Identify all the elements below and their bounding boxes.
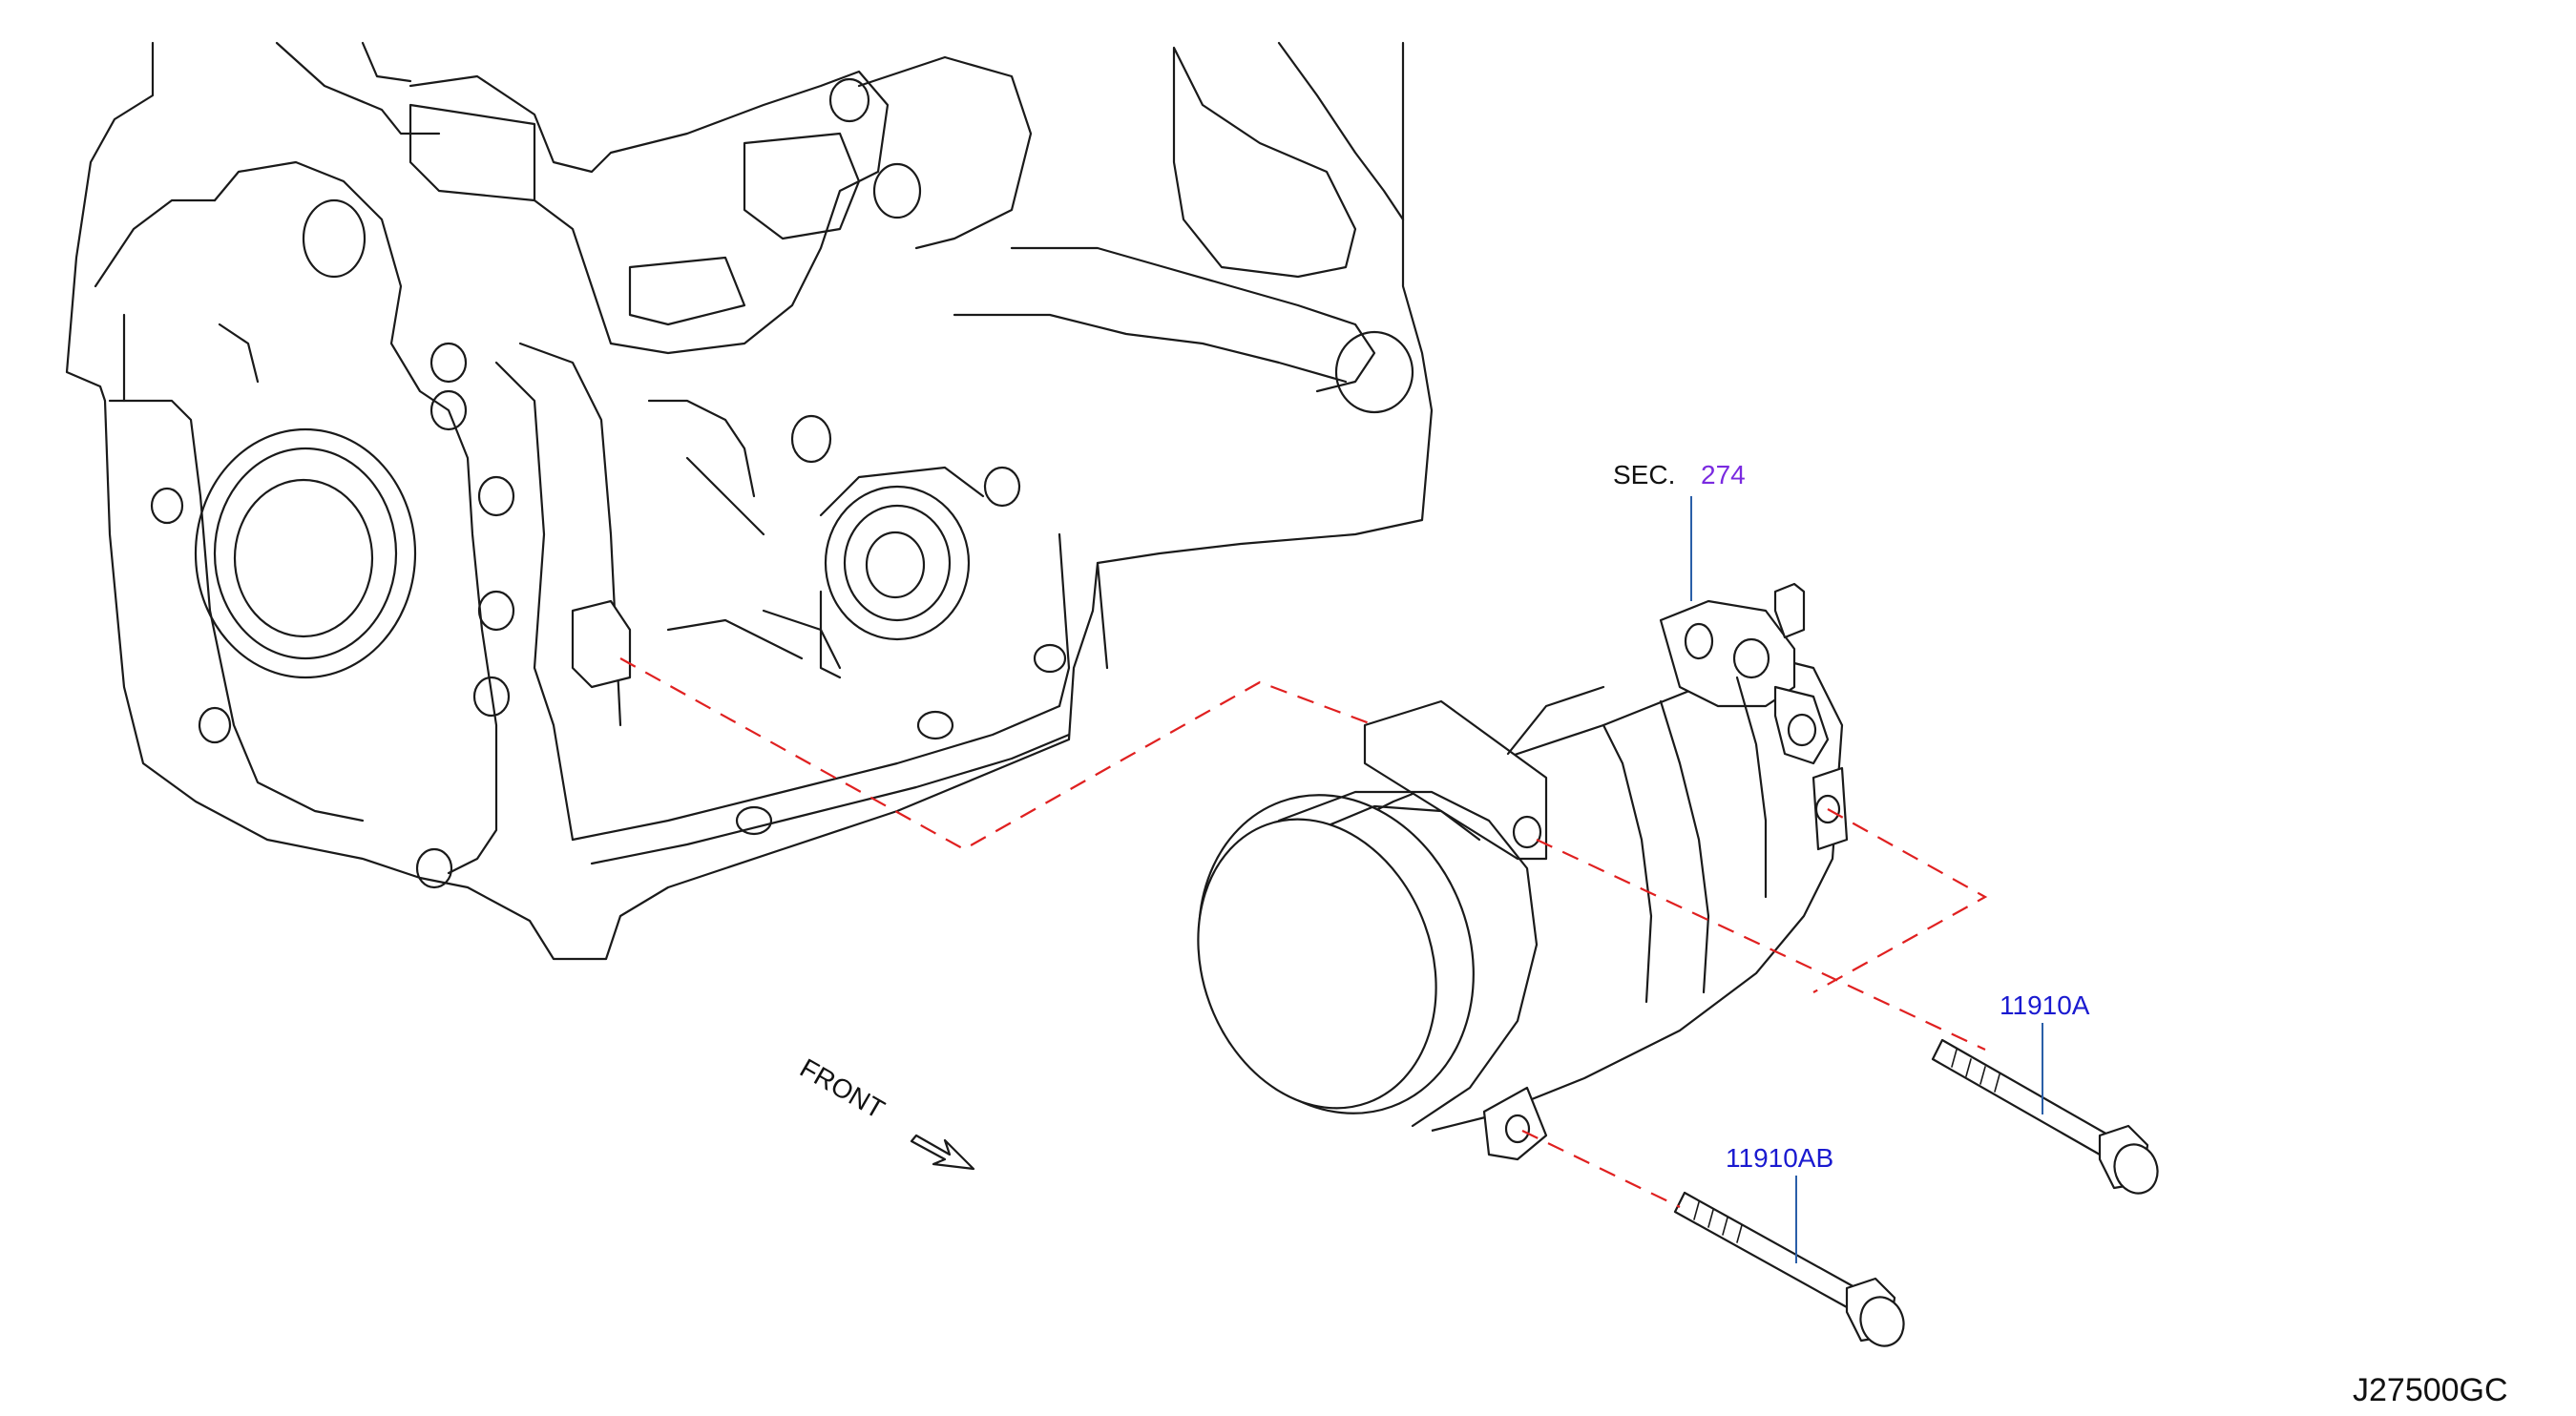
- front-arrow-icon: [910, 1134, 975, 1171]
- dashed-alignment-guides: [619, 657, 1988, 1208]
- bolt-11910a-drawing: [1931, 1038, 2159, 1195]
- bolt-11910ab-drawing: [1673, 1191, 1905, 1347]
- ac-compressor-drawing: [1197, 582, 1849, 1161]
- front-direction-indicator: FRONT: [795, 1052, 975, 1171]
- diagram-code: J27500GC: [2353, 1372, 2508, 1408]
- part-number-link-11910ab[interactable]: 11910AB: [1726, 1143, 1833, 1173]
- sec-number-link[interactable]: 274: [1701, 460, 1746, 489]
- part-number-link-11910a[interactable]: 11910A: [2000, 990, 2090, 1020]
- sec-label-prefix: SEC.: [1613, 460, 1675, 489]
- engine-block-drawing: [65, 41, 1434, 961]
- front-label: FRONT: [795, 1052, 890, 1124]
